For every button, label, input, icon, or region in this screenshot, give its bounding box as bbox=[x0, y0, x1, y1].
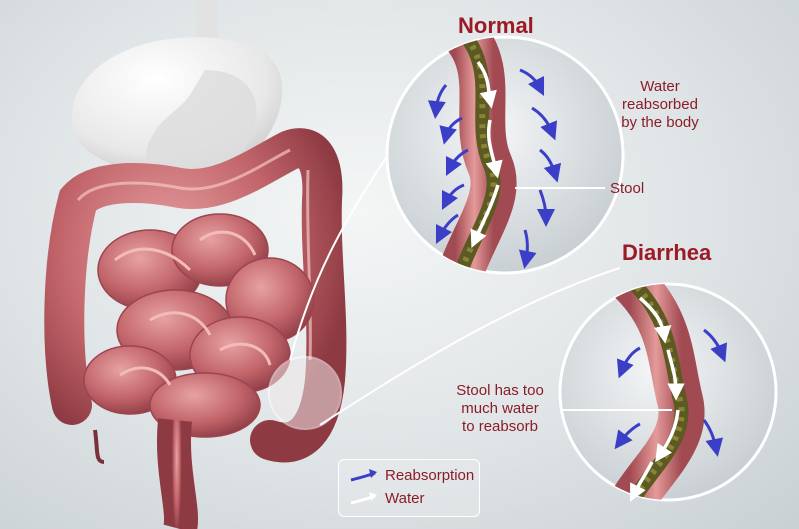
water-reabsorbed-line-1: Water bbox=[605, 78, 715, 96]
legend-reabsorption-label: Reabsorption bbox=[385, 466, 474, 486]
white-arrow-icon bbox=[349, 491, 379, 507]
normal-magnified-view bbox=[387, 30, 623, 290]
legend: Reabsorption Water bbox=[338, 459, 480, 517]
water-reabsorbed-label: Water reabsorbed by the body bbox=[605, 78, 715, 132]
water-reabsorbed-line-2: reabsorbed bbox=[605, 96, 715, 114]
water-reabsorbed-line-3: by the body bbox=[605, 114, 715, 132]
diarrhea-magnified-view bbox=[560, 280, 776, 505]
legend-water-label: Water bbox=[385, 489, 424, 509]
stool-label: Stool bbox=[610, 180, 644, 198]
appendix bbox=[95, 430, 104, 462]
stool-too-much-line-3: to reabsorb bbox=[440, 418, 560, 436]
diarrhea-title: Diarrhea bbox=[622, 240, 711, 266]
stool-too-much-water-label: Stool has too much water to reabsorb bbox=[440, 382, 560, 436]
rectum bbox=[174, 420, 181, 529]
stool-too-much-line-2: much water bbox=[440, 400, 560, 418]
esophagus bbox=[196, 0, 218, 40]
normal-title: Normal bbox=[458, 13, 534, 39]
stool-too-much-line-1: Stool has too bbox=[440, 382, 560, 400]
blue-arrow-icon bbox=[349, 468, 379, 484]
